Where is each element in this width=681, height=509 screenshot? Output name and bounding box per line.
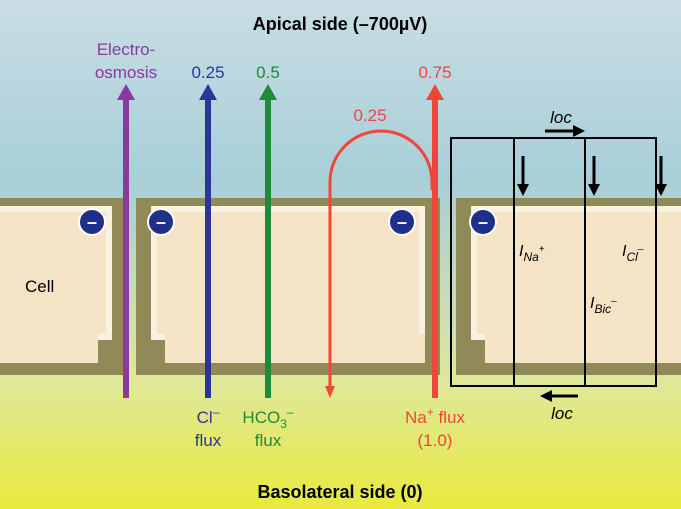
sodium-loop-value: 0.25 [353,106,386,125]
bicarbonate-flux-word: flux [255,431,282,450]
loc-bottom-label: loc [551,404,573,423]
i-bic-label: IBic– [590,295,617,316]
charge-marker: – [469,208,497,236]
apical-side-label: Apical side (–700µV) [253,14,427,34]
charge-marker: – [388,208,416,236]
svg-text:–: – [478,212,488,232]
sodium-value: 0.75 [418,63,451,82]
chloride-ion-label: Cl– [197,405,220,427]
i-na-label: INa+ [519,243,545,264]
bicarbonate-value: 0.5 [256,63,280,82]
svg-text:–: – [87,212,97,232]
charge-marker: – [147,208,175,236]
negative-charges: – – – – [78,208,497,236]
chloride-flux: 0.25 Cl– flux [191,63,224,450]
cell-basal-strip-left [0,334,98,363]
chloride-flux-word: flux [195,431,222,450]
basolateral-side-label: Basolateral side (0) [257,482,422,502]
bicarbonate-ion-label: HCO3– [242,405,293,431]
charge-marker: – [78,208,106,236]
electro-osmosis-label-1: Electro- [97,40,156,59]
cell-cytoplasm [0,212,681,334]
sodium-ion-label: Na+ flux [405,405,465,427]
bicarbonate-flux: 0.5 HCO3– flux [242,63,293,450]
sodium-total-label: (1.0) [418,431,453,450]
svg-text:–: – [397,212,407,232]
circuit-outer-box [450,137,657,387]
equivalent-circuit: loc loc INa+ ICl– IBic– [450,108,667,423]
cell-basal-strip-mid [165,334,425,363]
i-cl-label: ICl– [622,243,644,264]
svg-text:–: – [156,212,166,232]
sodium-backflux-loop [328,129,434,388]
sodium-flux: 0.75 0.25 Na+ flux (1.0) [325,63,465,450]
electro-osmosis-label-2: osmosis [95,63,157,82]
loc-top-label: loc [550,108,572,127]
electro-osmosis-flux: Electro- osmosis [95,40,157,398]
cell-basal-strip-right [485,334,681,363]
chloride-value: 0.25 [191,63,224,82]
cell-label: Cell [25,277,54,296]
